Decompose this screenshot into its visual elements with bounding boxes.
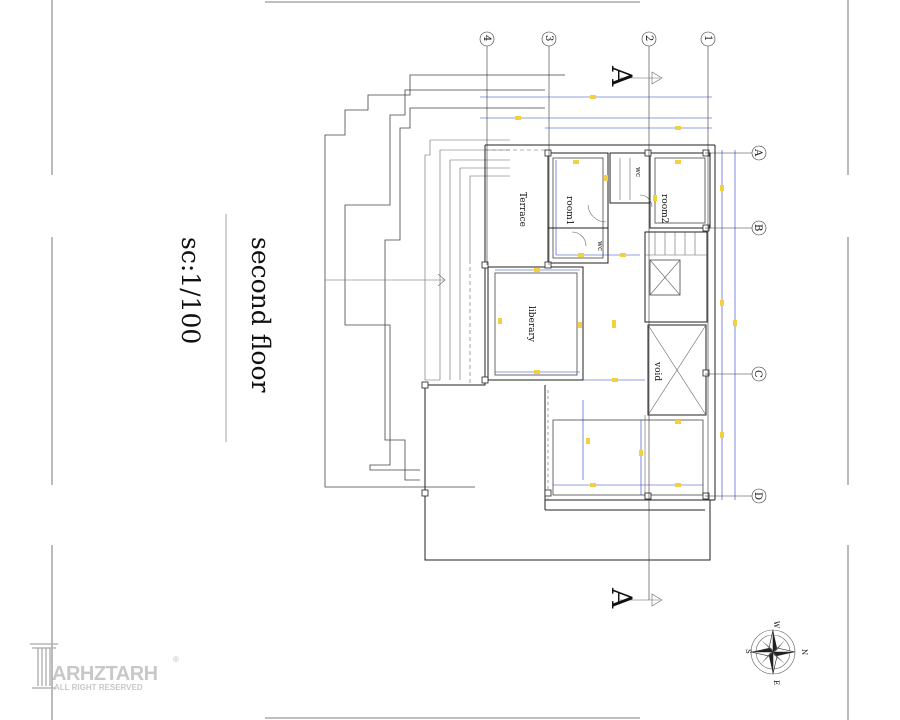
compass-north: N: [800, 649, 808, 655]
axis-label-4: 4: [481, 35, 492, 41]
building-walls: [424, 144, 716, 561]
axis-label-2: 2: [643, 35, 654, 41]
dimension-lines: [480, 95, 737, 500]
grid-axes-horizontal: A B C D: [705, 145, 767, 504]
room-label-terrace: Terrace: [517, 192, 527, 227]
axis-label-c: C: [752, 370, 763, 378]
compass-icon: N S E W: [744, 621, 808, 685]
sheet-frame: [51, 0, 849, 720]
brand-registered: ®: [173, 655, 179, 664]
room-label-void: void: [652, 361, 662, 381]
stepped-outline: [324, 74, 565, 488]
column-logo-icon: [30, 643, 58, 689]
room-label-room2: room2: [659, 194, 669, 223]
room-labels: Terrace room1 wc room2 wc liberary void: [517, 167, 669, 381]
stair-treads: [654, 232, 696, 255]
axis-label-a: A: [752, 148, 763, 157]
axis-label-d: D: [752, 492, 763, 500]
grid-axes-vertical: 4 3 2 1: [479, 31, 716, 600]
room-label-wc-bottom: wc: [596, 241, 604, 251]
axis-label-3: 3: [543, 35, 554, 41]
brand-logo: ARHZTARH ® ALL RIGHT RESERVED: [30, 643, 179, 692]
brand-tagline: ALL RIGHT RESERVED: [54, 683, 143, 692]
room-label-library: liberary: [526, 306, 536, 343]
compass-south: S: [744, 649, 752, 654]
drawing-scale: sc:1/100: [176, 237, 205, 344]
compass-east: E: [772, 680, 780, 685]
axis-label-1: 1: [702, 35, 713, 41]
section-marker-bottom: A: [605, 587, 638, 609]
brand-name: ARHZTARH: [52, 663, 158, 685]
section-marker-top: A: [605, 65, 638, 87]
title-block: second floor sc:1/100: [176, 214, 275, 442]
section-markers: A A: [605, 65, 663, 609]
axis-label-b: B: [752, 224, 763, 231]
drawing-title: second floor: [246, 237, 275, 393]
room-label-room1: room1: [564, 196, 574, 225]
compass-west: W: [772, 621, 780, 629]
room-label-wc-top: wc: [634, 167, 642, 177]
